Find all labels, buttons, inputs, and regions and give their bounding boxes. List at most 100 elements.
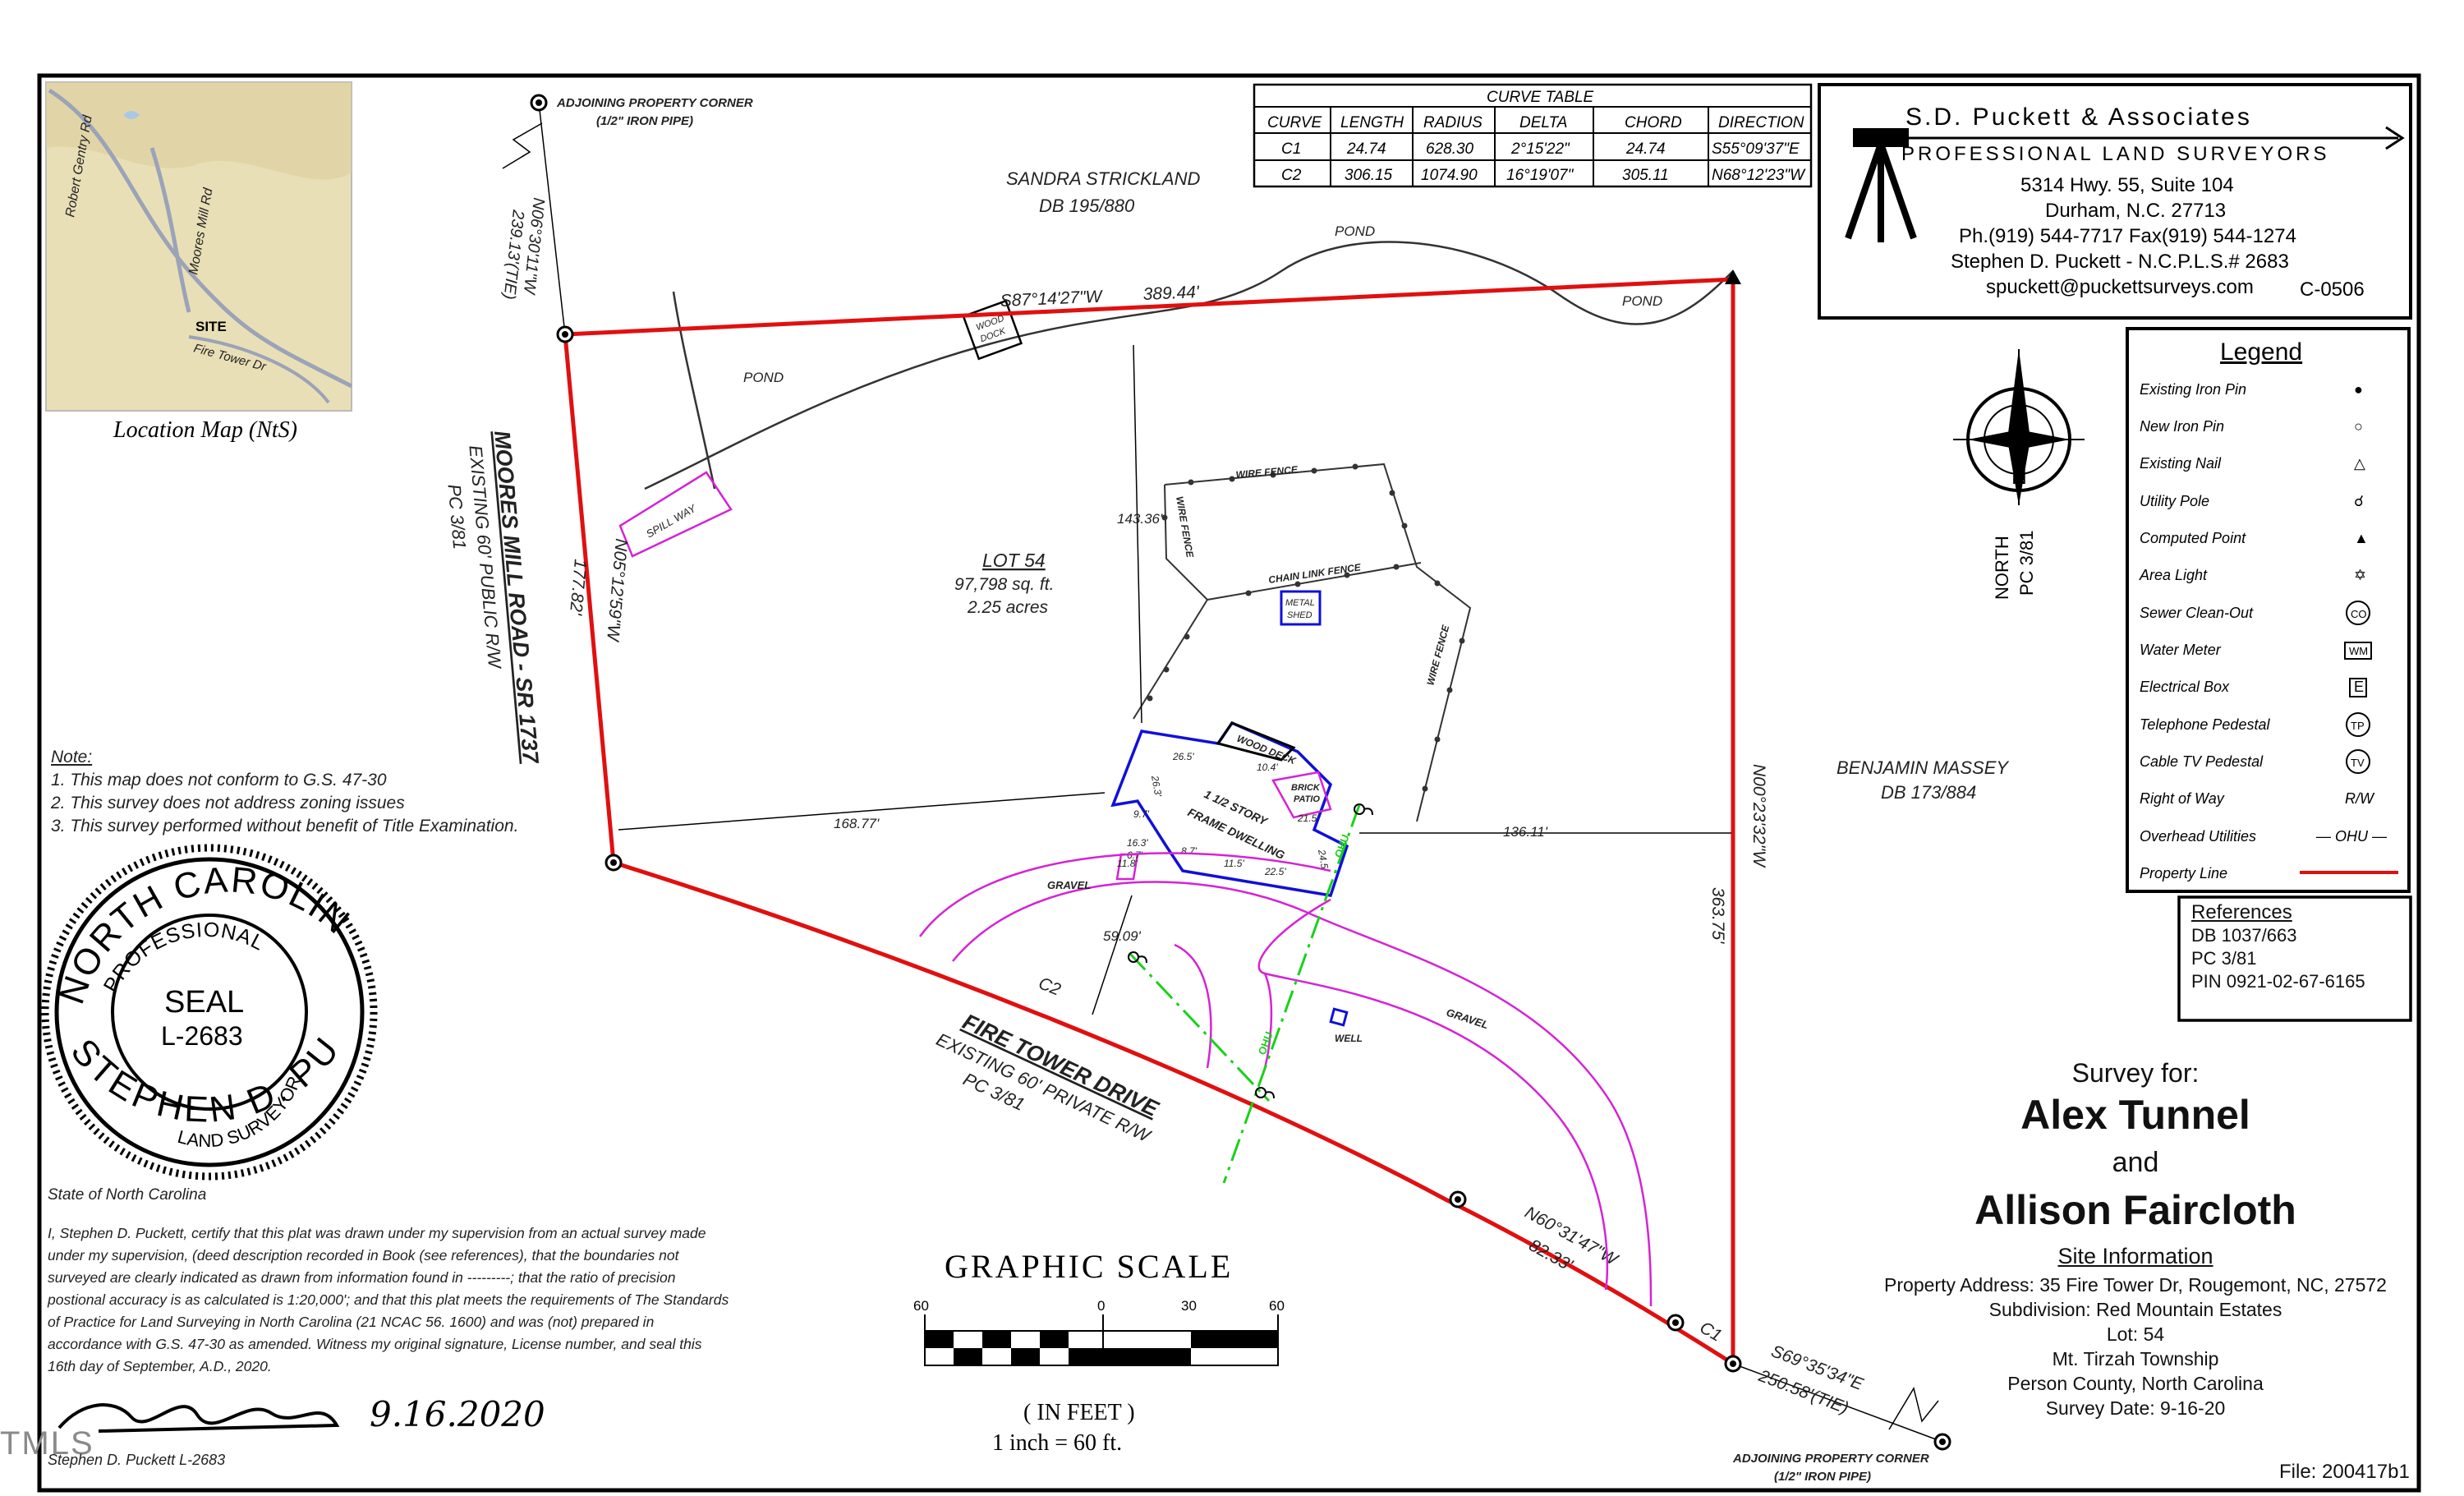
legend-label-11: Right of Way <box>2140 790 2225 807</box>
corner-pins <box>530 94 1951 1451</box>
site-address: Property Address: 35 Fire Tower Dr, Roug… <box>1884 1274 2387 1296</box>
legend-symbol-4: ▲ <box>2354 530 2369 546</box>
legend-title: Legend <box>2220 338 2302 366</box>
legend-symbol-2: △ <box>2354 455 2365 472</box>
pond-label-2: POND <box>1335 223 1375 239</box>
wire-fence-label-2: WIRE FENCE <box>1174 495 1196 559</box>
ohu-label-2: OHU <box>1256 1030 1276 1056</box>
legend-symbol-10: TV <box>2351 757 2365 769</box>
gravel-label-2: GRAVEL <box>1445 1006 1490 1032</box>
file-number: File: 200417b1 <box>2279 1461 2410 1483</box>
lot-area-acres: 2.25 acres <box>967 598 1049 617</box>
scale-tick-2: 30 <box>1181 1298 1197 1314</box>
references-title: References <box>2191 901 2292 923</box>
legend-ring-8 <box>2349 678 2367 697</box>
gravel-drive <box>918 852 1653 1307</box>
location-map-caption: Location Map (NtS) <box>113 417 297 443</box>
location-map-road-3 <box>188 335 330 404</box>
legend-label-6: Sewer Clean-Out <box>2140 605 2254 621</box>
ohu-label-1: OHU <box>1332 833 1352 859</box>
road-moores-mill: MOORES MILL ROAD - SR 1737 EXISTING 60' … <box>444 430 543 766</box>
legend-symbol-1: ○ <box>2354 418 2363 435</box>
legend-symbol-11: R/W <box>2345 790 2375 807</box>
svg-text:6.7': 6.7' <box>1127 849 1143 861</box>
company-address1: 5314 Hwy. 55, Suite 104 <box>2020 174 2234 196</box>
legend-label-13: Property Line <box>2140 865 2227 881</box>
svg-text:16.3': 16.3' <box>1127 837 1148 849</box>
adjoining-corner-bottom-1: ADJOINING PROPERTY CORNER <box>1732 1452 1929 1466</box>
graphic-scale-ratio: 1 inch = 60 ft. <box>992 1430 1122 1456</box>
north-label: NORTH <box>1992 536 2012 600</box>
references: References DB 1037/663 PC 3/81 PIN 0921-… <box>2191 901 2365 993</box>
certification-state: State of North Carolina <box>48 1186 207 1204</box>
curve-table-r1c3: 16°19'07" <box>1506 167 1574 184</box>
svg-text:9.7': 9.7' <box>1133 808 1150 820</box>
curve-table-r1c5: N68°12'23"W <box>1712 167 1806 184</box>
svg-text:11.8': 11.8' <box>1117 858 1138 869</box>
svg-text:21.5': 21.5' <box>1297 812 1319 824</box>
spill-way: SPILL WAY <box>618 471 733 558</box>
curve-table-h1: LENGTH <box>1340 114 1404 131</box>
curve-table-r0c3: 2°15'22" <box>1510 140 1570 158</box>
curve-table-title: CURVE TABLE <box>1487 89 1594 106</box>
curve-table-h3: DELTA <box>1519 114 1567 131</box>
scale-tick-3: 60 <box>1269 1298 1285 1314</box>
tie-line-se <box>1732 1363 1943 1443</box>
house-dimensions: 26.5' 26.3' 10.4' 9.7' 16.3' 21.5' 22.5'… <box>1117 751 1331 877</box>
svg-text:10.4': 10.4' <box>1257 762 1278 773</box>
graphic-scale-unit: ( IN FEET ) <box>1023 1400 1135 1425</box>
legend-ring-6 <box>2346 601 2370 625</box>
svg-text:METAL: METAL <box>1285 598 1315 608</box>
legend-label-2: Existing Nail <box>2140 455 2222 472</box>
legend-label-10: Cable TV Pedestal <box>2140 753 2264 770</box>
legend: Legend Existing Iron Pin New Iron Pin Ex… <box>2126 327 2411 893</box>
reference-item: PC 3/81 <box>2191 948 2257 969</box>
curve-table-r0c0: C1 <box>1281 140 1301 158</box>
dim-59: 59.09' <box>1103 928 1142 944</box>
legend-ring-10 <box>2346 749 2370 774</box>
notes-title: Note: <box>51 748 93 766</box>
wire-fence <box>1133 463 1472 822</box>
adjoining-corner-top-1: ADJOINING PROPERTY CORNER <box>556 96 753 110</box>
location-map-site-label: SITE <box>195 319 227 334</box>
page-border <box>37 73 2421 1493</box>
legend-symbol-5: ✡ <box>2354 567 2366 583</box>
company-block: S.D. Puckett & Associates PROFESSIONAL L… <box>1818 83 2412 320</box>
north-arrow-letter: N <box>2011 464 2027 489</box>
chain-link-fence-label: CHAIN LINK FENCE <box>1267 561 1362 586</box>
brick-patio-label-2: PATIO <box>1294 794 1320 804</box>
adjoining-corner-bottom-2: (1/2" IRON PIPE) <box>1774 1470 1871 1484</box>
wire-fence-label: WIRE FENCE <box>1235 463 1299 481</box>
lot-name: LOT 54 <box>982 550 1046 571</box>
legend-label-3: Utility Pole <box>2140 493 2209 509</box>
brick-patio-label-1: BRICK <box>1291 783 1321 793</box>
curve-table-h4: CHORD <box>1625 114 1682 131</box>
note-item: 3. This survey performed without benefit… <box>51 817 519 835</box>
dim-143: 143.36' <box>1117 511 1163 527</box>
bearing-west: N05°12'59"W <box>603 538 631 644</box>
svg-text:22.5': 22.5' <box>1264 866 1286 877</box>
bearing-north-dist: 389.44' <box>1142 283 1200 304</box>
curve-table-h0: CURVE <box>1267 114 1322 131</box>
legend-symbol-9: TP <box>2351 720 2365 732</box>
lot-area-sqft: 97,798 sq. ft. <box>954 575 1054 594</box>
fence-posts <box>1147 463 1465 792</box>
legend-label-5: Area Light <box>2139 567 2208 583</box>
site-lot: Lot: 54 <box>2106 1323 2165 1345</box>
adjoining-corner-top-2: (1/2" IRON PIPE) <box>596 114 693 128</box>
svg-text:26.3': 26.3' <box>1149 774 1165 798</box>
curve-table-h2: RADIUS <box>1423 114 1483 131</box>
curve-table-r0c5: S55°09'37"E <box>1712 140 1800 158</box>
legend-items: Existing Iron Pin New Iron Pin Existing … <box>2139 381 2270 881</box>
legend-label-7: Water Meter <box>2140 642 2222 658</box>
legend-ring-7 <box>2344 642 2372 660</box>
note-item: 2. This survey does not address zoning i… <box>51 794 405 812</box>
wood-deck <box>1216 721 1296 762</box>
curve-table: CURVE TABLE CURVE LENGTH RADIUS DELTA CH… <box>1253 83 1813 188</box>
gravel-label-1: GRAVEL <box>1047 879 1091 891</box>
legend-symbol-3: ☌ <box>2354 493 2364 509</box>
neighbor-east-deed: DB 173/884 <box>1881 782 1976 803</box>
client-and: and <box>2112 1147 2159 1178</box>
